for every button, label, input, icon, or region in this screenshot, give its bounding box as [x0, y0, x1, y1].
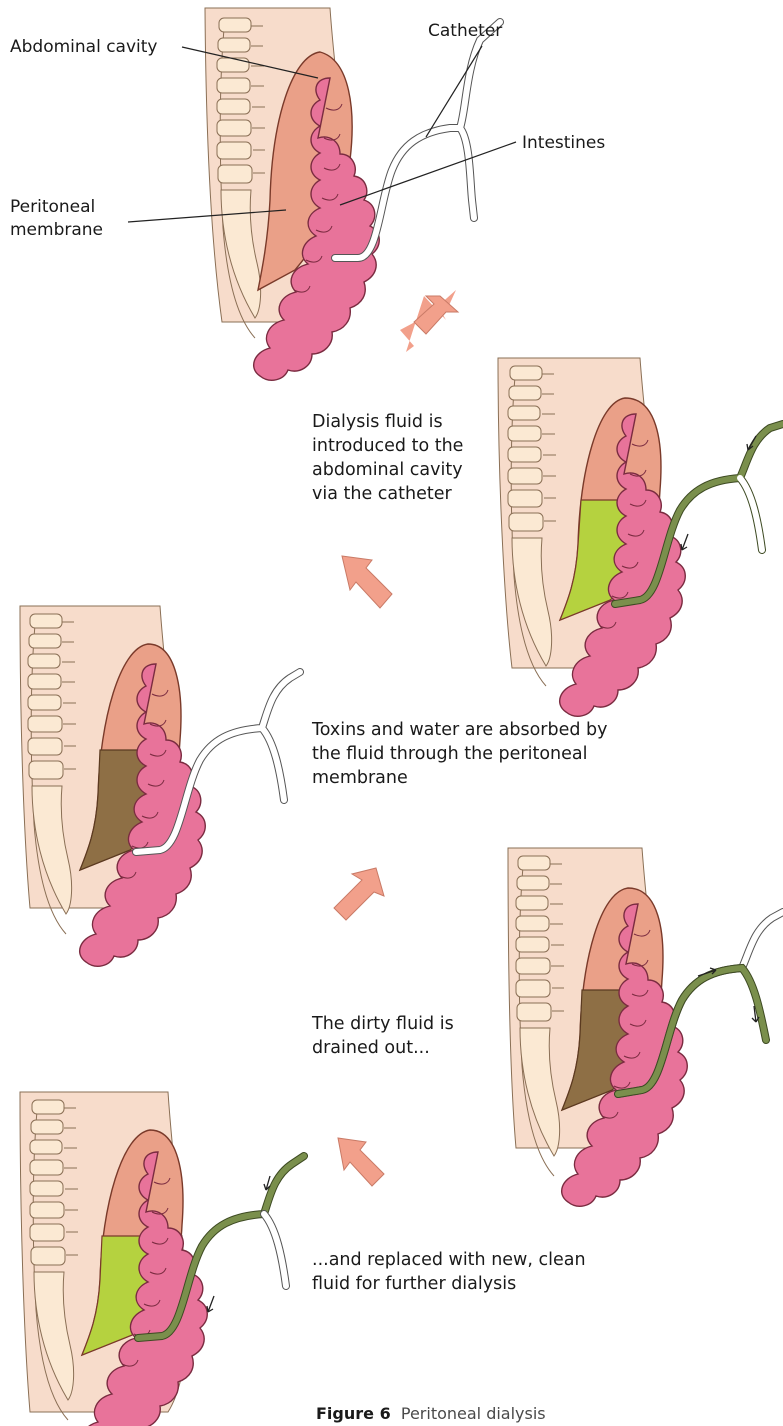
figure-number: Figure 6	[316, 1404, 391, 1423]
step-text-line: abdominal cavity	[312, 458, 463, 482]
figure-caption: Figure 6 Peritoneal dialysis	[316, 1404, 546, 1423]
step-absorb-text: Toxins and water are absorbed by the flu…	[312, 718, 608, 790]
label-abdominal-cavity: Abdominal cavity	[10, 36, 158, 59]
label-intestines: Intestines	[522, 132, 605, 155]
panel-setup	[128, 8, 516, 380]
flow-arrow-4	[338, 1138, 384, 1186]
panel-replace	[20, 1092, 304, 1426]
step-text-line: Toxins and water are absorbed by	[312, 718, 608, 742]
panel-introduce	[498, 358, 783, 716]
step-text-line: via the catheter	[312, 482, 463, 506]
step-drain-text: The dirty fluid is drained out...	[312, 1012, 454, 1060]
step-text-line: Dialysis fluid is	[312, 410, 463, 434]
panel-absorb	[20, 606, 300, 966]
label-peritoneal-membrane-1: Peritoneal	[10, 196, 95, 219]
step-introduce-text: Dialysis fluid is introduced to the abdo…	[312, 410, 463, 506]
step-text-line: ...and replaced with new, clean	[312, 1248, 586, 1272]
step-replace-text: ...and replaced with new, clean fluid fo…	[312, 1248, 586, 1296]
step-text-line: membrane	[312, 766, 608, 790]
step-text-line: the fluid through the peritoneal	[312, 742, 608, 766]
step-text-line: fluid for further dialysis	[312, 1272, 586, 1296]
figure-title: Peritoneal dialysis	[401, 1404, 546, 1423]
step-text-line: drained out...	[312, 1036, 454, 1060]
step-text-line: introduced to the	[312, 434, 463, 458]
step-text-line: The dirty fluid is	[312, 1012, 454, 1036]
panel-drain	[508, 848, 783, 1206]
label-peritoneal-membrane-2: membrane	[10, 219, 103, 242]
flow-arrow-2	[342, 556, 392, 608]
flow-arrow-3	[334, 868, 384, 920]
label-catheter: Catheter	[428, 20, 502, 43]
